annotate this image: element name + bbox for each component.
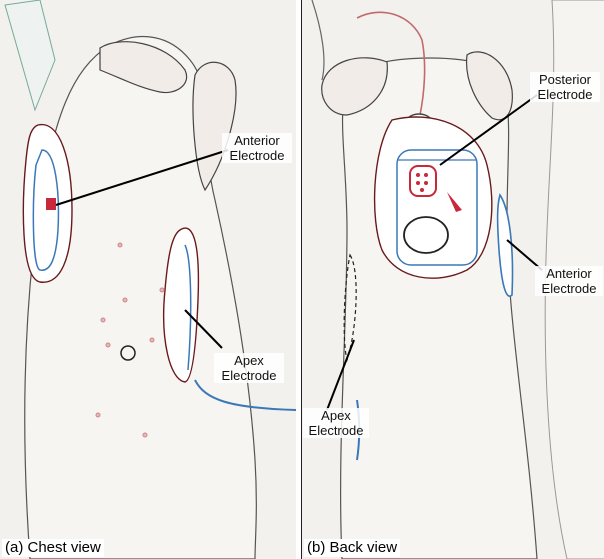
chest-view-caption: (a) Chest view	[2, 539, 104, 557]
back-view-panel: Posterior Electrode Anterior Electrode A…	[301, 0, 604, 559]
label-line: Posterior	[530, 72, 600, 87]
back-view-caption: (b) Back view	[304, 539, 400, 557]
chest-view-image	[0, 0, 296, 559]
label-line: Electrode	[530, 87, 600, 102]
anterior-electrode-marker	[46, 198, 56, 210]
chest-view-panel: Anterior Electrode Apex Electrode (a) Ch…	[0, 0, 297, 559]
label-line: Anterior	[535, 266, 603, 281]
anterior-electrode-label: Anterior Electrode	[535, 266, 603, 296]
label-line: Electrode	[222, 148, 292, 163]
label-line: Anterior	[222, 133, 292, 148]
front-leg-right	[193, 62, 236, 190]
posterior-electrode-label: Posterior Electrode	[530, 72, 600, 102]
apex-electrode-label: Apex Electrode	[303, 408, 369, 438]
label-line: Electrode	[303, 423, 369, 438]
label-line: Apex	[214, 353, 284, 368]
label-line: Electrode	[535, 281, 603, 296]
anterior-electrode-label: Anterior Electrode	[222, 133, 292, 163]
apex-electrode-label: Apex Electrode	[214, 353, 284, 383]
label-line: Electrode	[214, 368, 284, 383]
label-line: Apex	[303, 408, 369, 423]
